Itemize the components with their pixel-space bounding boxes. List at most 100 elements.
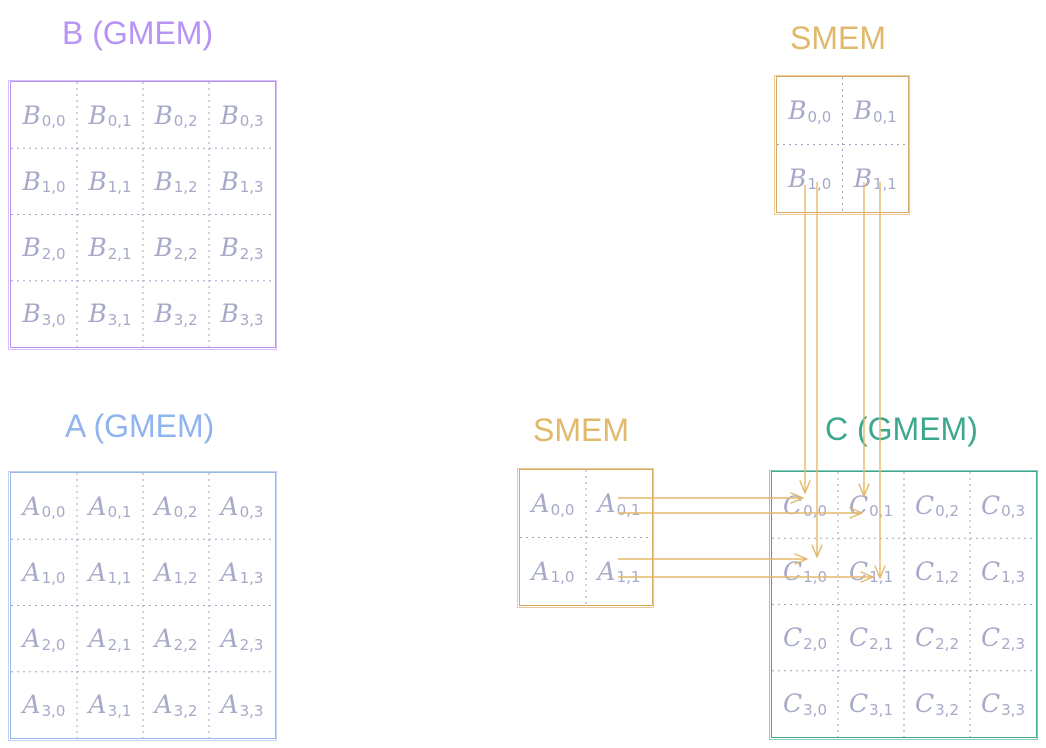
- cell-index: 0,1: [107, 503, 132, 522]
- cell-index: 3,2: [173, 701, 198, 720]
- cell-index: 0,1: [873, 107, 897, 126]
- cell-index: 0,0: [807, 107, 832, 126]
- cell-index: 3,1: [107, 310, 132, 329]
- cell-letter: A: [154, 690, 173, 720]
- cell-index: 0,0: [803, 502, 827, 521]
- cell-index: 1,1: [873, 175, 897, 194]
- cell-index: 0,0: [41, 112, 66, 131]
- cell-index: 1,0: [803, 568, 827, 587]
- cell-letter: B: [22, 100, 41, 130]
- cell-index: 3,2: [935, 700, 959, 719]
- cell-index: 1,0: [807, 175, 832, 194]
- cell-index: 2,3: [239, 244, 264, 263]
- cell-index: 2,2: [935, 634, 959, 653]
- cell-index: 1,3: [239, 569, 264, 588]
- cell-index: 3,3: [239, 310, 264, 329]
- cell-letter: A: [220, 491, 239, 521]
- cell-letter: A: [531, 556, 550, 586]
- cell-letter: C: [849, 689, 869, 719]
- cell-index: 1,2: [173, 178, 198, 197]
- cell-index: 3,1: [869, 700, 893, 719]
- cell-letter: C: [981, 623, 1001, 653]
- cell-letter: C: [981, 490, 1001, 520]
- cell-index: 2,3: [1001, 634, 1025, 653]
- cell-letter: C: [849, 556, 869, 586]
- cell-index: 2,1: [107, 635, 132, 654]
- cell-letter: B: [154, 233, 173, 263]
- cell-letter: B: [88, 166, 107, 196]
- cell-letter: C: [915, 689, 935, 719]
- cell-index: 1,3: [1001, 568, 1025, 587]
- cell-letter: B: [788, 163, 807, 193]
- cell-letter: B: [88, 299, 107, 329]
- cell-letter: C: [915, 490, 935, 520]
- cell-index: 0,2: [173, 112, 198, 131]
- cell-index: 0,1: [616, 500, 641, 519]
- cell-letter: C: [783, 689, 803, 719]
- cell-index: 2,0: [41, 635, 66, 654]
- cell-letter: B: [220, 299, 239, 329]
- cell-index: 2,2: [173, 244, 198, 263]
- cell-letter: B: [220, 100, 239, 130]
- cell-letter: B: [88, 100, 107, 130]
- cell-dividers: [520, 470, 652, 605]
- cell-index: 1,3: [239, 178, 264, 197]
- cell-index: 2,0: [41, 244, 66, 263]
- cell-letter: A: [597, 489, 616, 519]
- cell-letter: C: [849, 490, 869, 520]
- cell-letter: A: [597, 556, 616, 586]
- cell-index: 1,2: [173, 569, 198, 588]
- cell-index: 2,2: [173, 635, 198, 654]
- cell-index: 3,0: [41, 310, 66, 329]
- cell-letter: B: [154, 299, 173, 329]
- cell-dividers: [11, 82, 275, 347]
- cell-index: 0,2: [935, 502, 959, 521]
- cell-index: 3,2: [173, 310, 198, 329]
- cell-letter: A: [88, 690, 107, 720]
- cell-index: 1,0: [41, 178, 66, 197]
- cell-index: 0,3: [239, 112, 264, 131]
- cell-letter: C: [981, 556, 1001, 586]
- cell-letter: A: [220, 690, 239, 720]
- cell-letter: B: [220, 166, 239, 196]
- cell-index: 3,0: [803, 700, 827, 719]
- cell-letter: A: [88, 624, 107, 654]
- cell-index: 0,2: [173, 503, 198, 522]
